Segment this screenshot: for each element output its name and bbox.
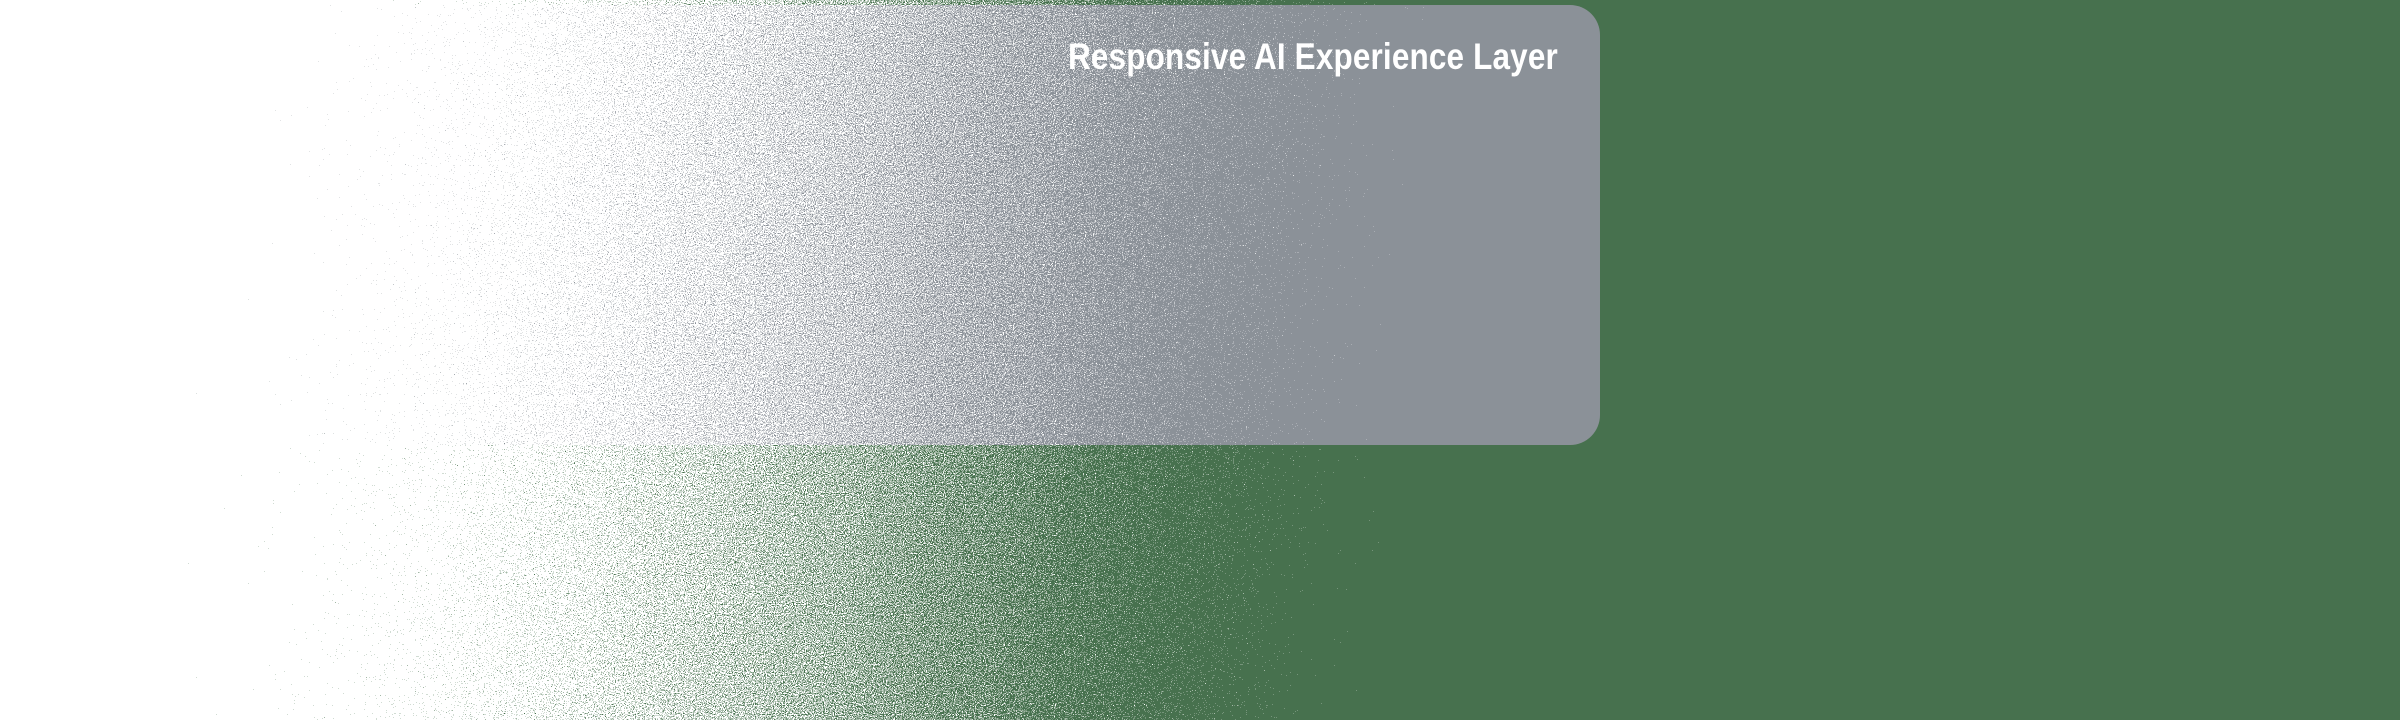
hero-title: Responsive AI Experience Layer [1068, 36, 1558, 77]
